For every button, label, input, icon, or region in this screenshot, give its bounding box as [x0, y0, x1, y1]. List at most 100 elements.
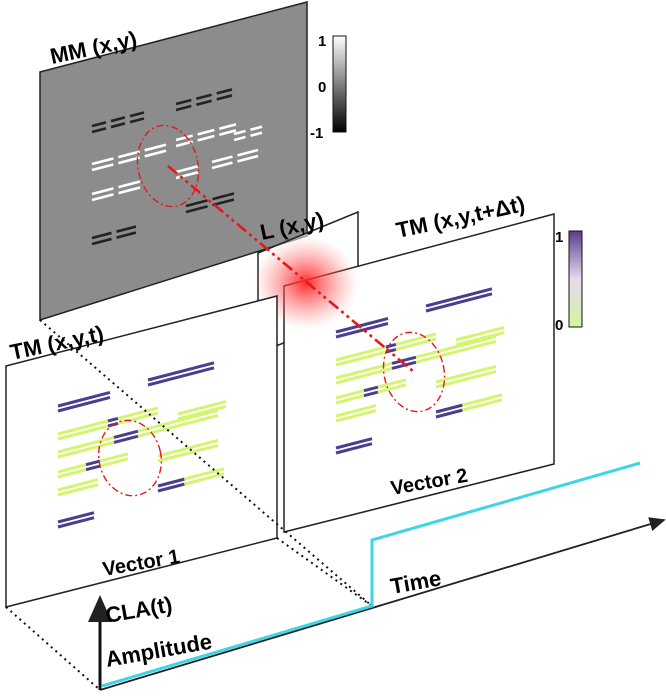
- tm1-pattern-stripe: [85, 459, 101, 467]
- mm-pattern-dash: [144, 149, 167, 158]
- tm2-pattern-stripe: [395, 332, 437, 346]
- mm-pattern-dash: [196, 99, 212, 106]
- mm-pattern-dash: [91, 187, 114, 196]
- mm-pattern-dash: [237, 154, 259, 163]
- mm-pattern-dash: [118, 150, 140, 159]
- mm-pattern-dash: [211, 161, 233, 170]
- mm-pattern-dash: [219, 123, 237, 130]
- tm1-pattern-stripe: [117, 411, 159, 425]
- tm1-pattern-stripe: [113, 434, 139, 444]
- mm-pattern-dash: [216, 94, 233, 101]
- mm-pattern-dash: [250, 125, 263, 131]
- tm1-pattern-stripe: [117, 406, 159, 420]
- mm-pattern-dash: [91, 127, 107, 134]
- tm1-pattern-stripe: [57, 440, 115, 459]
- tm1-pattern-stripe: [57, 391, 111, 408]
- tm1-pattern-stripe: [184, 467, 225, 481]
- tm-colorbar-tick-bottom: 0: [555, 317, 563, 334]
- tm2-pattern-stripe: [335, 345, 387, 362]
- tm1-pattern-stripe: [57, 463, 87, 474]
- mm-pattern-dash: [91, 121, 107, 128]
- tm1-pattern-stripe: [157, 477, 185, 488]
- mm-pattern-dash: [118, 156, 140, 165]
- tm1-pattern-stripe: [157, 443, 219, 463]
- tm-colorbar: [568, 230, 583, 328]
- tm2-line-pattern: [335, 287, 505, 455]
- mm-pattern-dash: [197, 128, 215, 136]
- mm-pattern-dash: [212, 192, 235, 201]
- cla-label: CLA(t): [104, 592, 175, 628]
- tm2-pattern-stripe: [462, 398, 503, 412]
- mm-pattern-dash: [233, 135, 246, 142]
- tm2-pattern-stripe: [363, 390, 379, 398]
- mm-pattern-dash: [185, 199, 208, 208]
- mm-pattern-dash: [175, 104, 192, 112]
- mm-pattern-dash: [144, 143, 167, 152]
- mm-pattern-dash: [216, 88, 233, 95]
- mm-pattern-dash: [197, 134, 215, 142]
- mm-pattern-dash: [118, 180, 141, 189]
- tm2-pattern-stripe: [391, 355, 417, 365]
- tm1-pattern-stripe: [57, 419, 109, 436]
- tm1-focus-region: [97, 419, 163, 497]
- tm2-pattern-stripe: [435, 408, 463, 419]
- mm-colorbar-tick-mid: 0: [318, 79, 326, 96]
- tm2-pattern-stripe: [335, 437, 373, 450]
- mm-pattern-dash: [91, 163, 114, 172]
- mm-pattern-dash: [233, 129, 246, 136]
- tm1-pattern-stripe: [57, 516, 95, 529]
- tm2-pattern-stripe: [335, 389, 365, 400]
- projection-line-3: [276, 537, 373, 607]
- mm-pattern-dash: [175, 98, 192, 106]
- tm1-pattern-stripe: [57, 511, 95, 524]
- tm2-pattern-stripe: [377, 378, 407, 389]
- signal-curve: [101, 461, 641, 688]
- time-axis: [99, 517, 666, 691]
- mm-pattern-dash: [219, 129, 237, 136]
- tm2-pattern-stripe: [435, 403, 463, 414]
- tm1-pattern-stripe: [157, 482, 185, 493]
- mm-pattern-dash: [110, 122, 126, 129]
- tm2-pattern-stripe: [435, 369, 497, 389]
- tm1-pattern-stripe: [57, 468, 87, 479]
- tm2-pattern-stripe: [335, 350, 387, 367]
- tm1-pattern-stripe: [99, 452, 129, 463]
- mm-pattern-dash: [91, 237, 112, 246]
- tm2-pattern-stripe: [385, 342, 397, 349]
- mm-pattern-dash: [175, 134, 193, 142]
- tm1-pattern-stripe: [147, 361, 215, 382]
- tm2-pattern-stripe: [425, 287, 493, 308]
- mm-pattern-dash: [196, 93, 212, 100]
- mm-line-pattern: [91, 88, 263, 246]
- tm2-focus-region: [382, 331, 446, 413]
- mm-pattern-dash: [185, 205, 208, 214]
- mm-pattern-dash: [129, 111, 145, 118]
- tm2-pattern-stripe: [363, 385, 379, 393]
- mm-pattern-dash: [91, 193, 114, 202]
- tm1-pattern-stripe: [57, 478, 99, 492]
- amplitude-label: Amplitude: [104, 629, 214, 672]
- mm-focus-region: [136, 124, 200, 208]
- tm2-pattern-stripe: [335, 409, 377, 423]
- tm2-pattern-stripe: [335, 322, 389, 339]
- projection-line-2: [5, 606, 101, 691]
- mm-pattern-dash: [211, 155, 233, 164]
- tm1-pattern-stripe: [177, 400, 227, 416]
- tm1-pattern-stripe: [147, 366, 215, 387]
- mm-pattern-dash: [212, 198, 235, 207]
- tm1-pattern-stripe: [157, 438, 219, 458]
- tm2-pattern-stripe: [335, 317, 389, 334]
- mm-pattern-dash: [110, 116, 126, 123]
- tm2-pattern-stripe: [335, 366, 393, 385]
- mm-pattern-dash: [91, 231, 112, 240]
- tm1-pattern-stripe: [57, 424, 109, 441]
- mm-pattern-dash: [175, 165, 199, 174]
- tm2-pattern-stripe: [435, 364, 497, 384]
- time-label: Time: [389, 565, 444, 598]
- mm-colorbar-tick-top: 1: [318, 33, 326, 50]
- tm2-pattern-stripe: [335, 361, 393, 380]
- mm-pattern-dash: [175, 140, 193, 148]
- tm2-pattern-stripe: [335, 394, 365, 405]
